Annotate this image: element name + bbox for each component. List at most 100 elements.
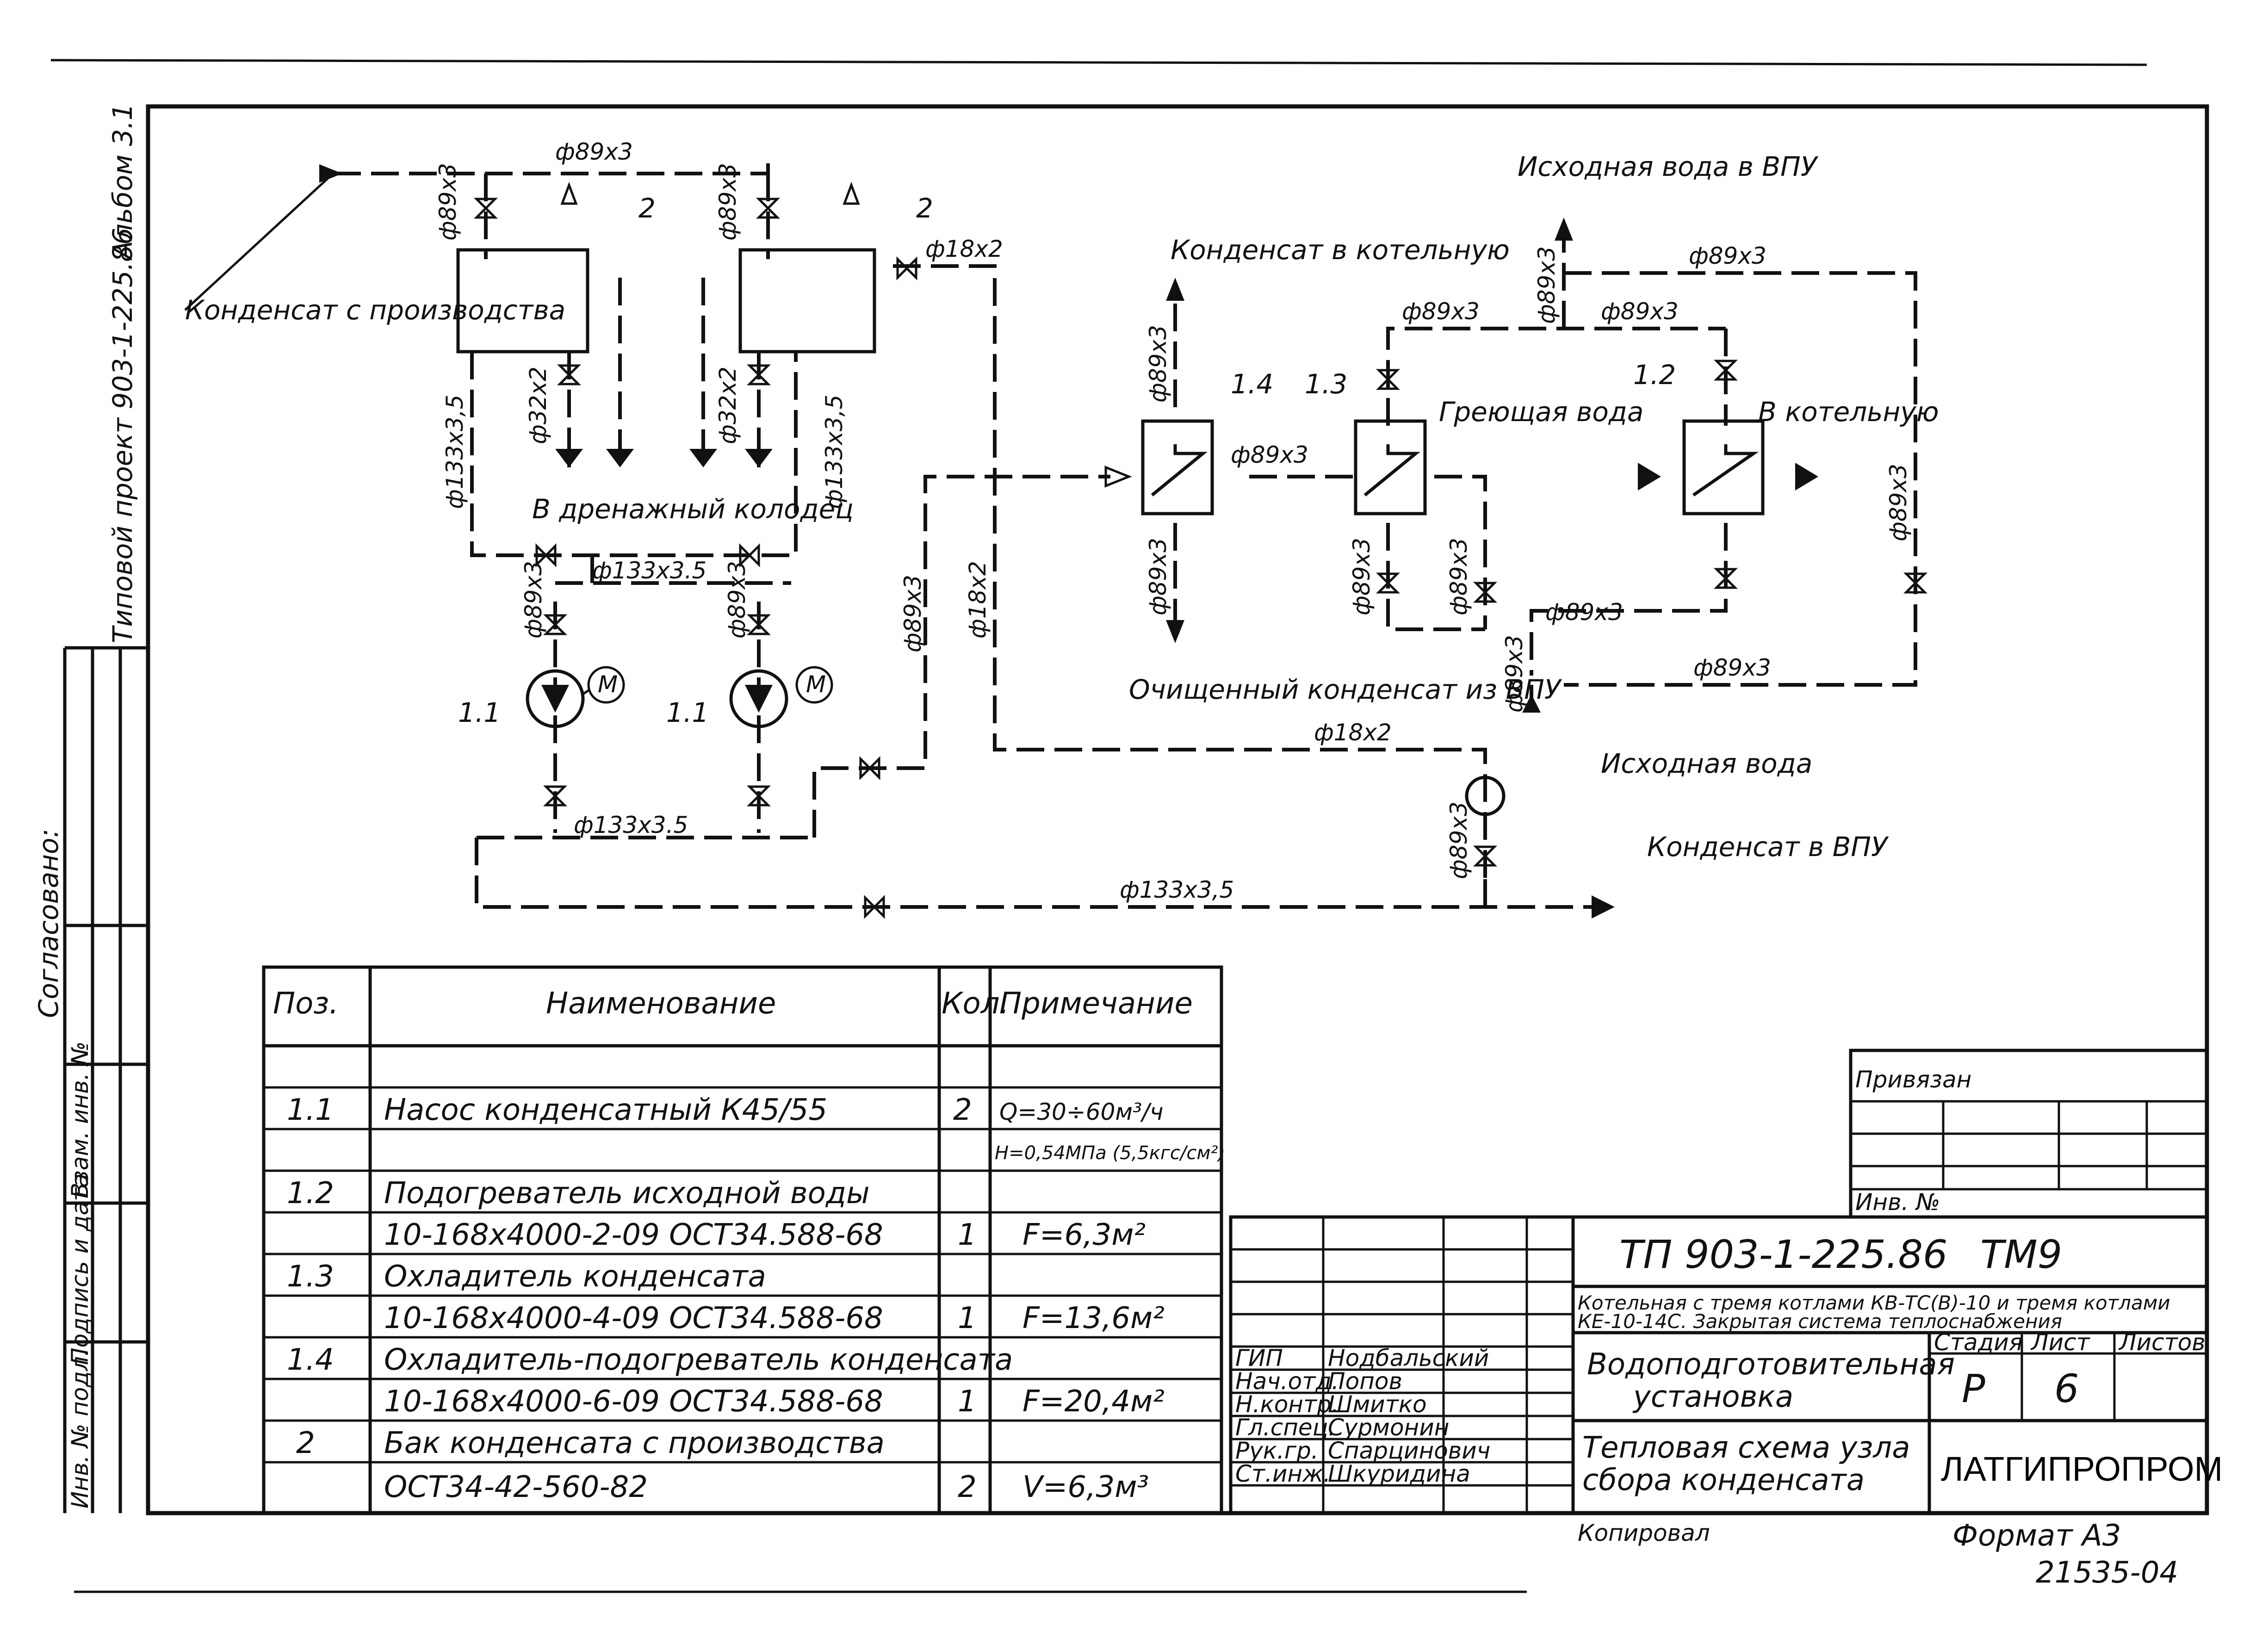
sheet-value: 6 xyxy=(2054,1366,2079,1411)
role-6: Ст.инж. xyxy=(1235,1460,1331,1487)
label-cond-to-boiler: Конденсат в котельную xyxy=(1171,234,1510,266)
heat-exchanger-12 xyxy=(1682,419,1765,515)
arrow-source-vpu xyxy=(1555,217,1573,241)
dim-v-7: ф89х3 xyxy=(520,561,547,639)
row-9-name: Бак конденсата с производства xyxy=(384,1426,885,1460)
row-10-note: V=6,3м³ xyxy=(1022,1470,1149,1504)
copied-label: Копировал xyxy=(1578,1520,1710,1546)
dim-hx-top-2: ф89х3 xyxy=(1601,298,1679,325)
dim-v-1: ф89х3 xyxy=(434,163,461,241)
side-row-replace: Взам. инв. № xyxy=(67,1042,93,1198)
arrow-to-boiler xyxy=(1795,463,1818,490)
dim-v-13: ф89х3 xyxy=(1348,538,1375,615)
arrow-source-water xyxy=(1522,694,1541,713)
project-line-2: КЕ-10-14С. Закрытая система теплоснабжен… xyxy=(1578,1310,2062,1333)
role-5: Рук.гр. xyxy=(1235,1437,1319,1464)
pos-hx-12: 1.2 xyxy=(1633,359,1676,391)
stage-label: Стадия xyxy=(1934,1329,2023,1356)
label-to-boiler-room: В котельную xyxy=(1758,396,1939,428)
sheet-title-1: Тепловая схема узла xyxy=(1582,1431,1910,1465)
side-stamp: Альбом 3.1 xyxy=(107,103,138,261)
row-10-qty: 2 xyxy=(958,1470,977,1504)
label-source-water: Исходная вода xyxy=(1601,748,1812,779)
row-7-name: Охладитель-подогреватель конденсата xyxy=(384,1343,1013,1377)
pump-2 xyxy=(729,666,833,728)
motor-2-label: M xyxy=(806,671,826,698)
row-6-name: 10-168х4000-4-09 ОСТ34.588-68 xyxy=(384,1301,883,1335)
dim-v-4: ф133х3,5 xyxy=(821,395,848,509)
dim-v-5: ф32х2 xyxy=(525,366,552,444)
spec-table: Поз. Наименование Кол. Примечание 1.1 На… xyxy=(262,965,1225,1515)
object-line-2: установка xyxy=(1632,1380,1793,1414)
row-4-qty: 1 xyxy=(958,1218,977,1252)
motor-1-label: M xyxy=(598,671,618,698)
side-project: Типовой проект 903-1-225.86 xyxy=(107,228,138,643)
row-3-pos: 1.2 xyxy=(287,1176,334,1211)
row-6-qty: 1 xyxy=(958,1301,977,1335)
label-purified-cond: Очищенный конденсат из ВПУ xyxy=(1129,674,1562,705)
label-cond-to-vpu: Конденсат в ВПУ xyxy=(1647,831,1889,863)
sheet-title-2: сбора конденсата xyxy=(1582,1463,1865,1497)
label-heating-water: Греющая вода xyxy=(1439,396,1643,428)
row-2-note: H=0,54МПа (5,5кгс/см²) xyxy=(995,1142,1225,1164)
label-drain-well: В дренажный колодец xyxy=(532,493,854,525)
dim-bottom-header: ф133х3.5 xyxy=(574,812,688,838)
role-2: Нач.отд. xyxy=(1235,1368,1339,1395)
row-5-pos: 1.3 xyxy=(287,1260,334,1294)
pos-hx-13: 1.3 xyxy=(1305,368,1347,400)
row-1-name: Насос конденсатный К45/55 xyxy=(384,1093,827,1127)
role-6-name: Шкуридина xyxy=(1328,1460,1470,1487)
dim-vpu-line: ф89х3 xyxy=(1689,242,1766,269)
role-2-name: Попов xyxy=(1328,1368,1402,1395)
organization: ЛАТГИПРОПРОМ xyxy=(1941,1450,2223,1488)
header-note: Примечание xyxy=(999,987,1193,1021)
row-4-name: 10-168х4000-2-09 ОСТ34.588-68 xyxy=(384,1218,883,1252)
role-1: ГИП xyxy=(1235,1345,1283,1372)
stage-value: Р xyxy=(1962,1366,1985,1411)
doc-code: ТП 903-1-225.86 xyxy=(1619,1232,1948,1277)
pos-tank-2: 2 xyxy=(916,192,933,224)
archive-number: 21535-04 xyxy=(2036,1556,2178,1590)
row-8-qty: 1 xyxy=(958,1384,977,1419)
dim-header: ф133х3.5 xyxy=(592,557,706,584)
dim-hx-link: ф89х3 xyxy=(1231,441,1308,468)
arrow-purified xyxy=(1166,620,1184,643)
sheet-label: Лист xyxy=(2030,1329,2091,1356)
header-name: Наименование xyxy=(546,987,776,1021)
row-7-pos: 1.4 xyxy=(287,1343,334,1377)
label-source-water-vpu: Исходная вода в ВПУ xyxy=(1518,151,1819,182)
arrow-cond-in xyxy=(319,164,342,183)
role-4: Гл.спец. xyxy=(1235,1414,1336,1441)
pos-tank-1: 2 xyxy=(638,192,656,224)
pipelines xyxy=(333,160,1917,909)
arrow-cond-boiler xyxy=(1166,278,1184,301)
row-10-name: ОСТ34-42-560-82 xyxy=(384,1470,648,1504)
row-8-name: 10-168х4000-6-09 ОСТ34.588-68 xyxy=(384,1384,883,1419)
row-9-pos: 2 xyxy=(296,1426,315,1460)
dim-v-17: ф89х3 xyxy=(1885,464,1912,541)
header-qty: Кол. xyxy=(942,987,1009,1021)
inv-no-label: Инв. № xyxy=(1855,1189,1940,1216)
side-row-inv: Инв. № подл. xyxy=(67,1349,93,1509)
flow-meter xyxy=(1465,776,1506,816)
diagram-labels: Конденсат с производства В дренажный кол… xyxy=(185,138,1939,903)
row-3-name: Подогреватель исходной воды xyxy=(384,1176,870,1211)
dim-bottom-loop: ф89х3 xyxy=(1545,599,1623,626)
dim-v-16: ф89х3 xyxy=(1501,635,1528,713)
dim-v-10: ф18х2 xyxy=(964,561,991,639)
pump-1 xyxy=(526,666,625,728)
object-line-1: Водоподготовительная xyxy=(1587,1347,1955,1382)
header-pos: Поз. xyxy=(273,987,339,1021)
pos-pump-1: 1.1 xyxy=(458,697,501,728)
role-3-name: Шмитко xyxy=(1328,1391,1427,1418)
dim-bottom-loop-2: ф89х3 xyxy=(1693,654,1771,681)
dim-v-15: ф89х3 xyxy=(1533,246,1560,324)
flow-arrows xyxy=(184,164,1818,919)
dim-v-8: ф89х3 xyxy=(724,561,750,639)
dim-v-12: ф89х3 xyxy=(1145,538,1171,615)
pos-hx-14: 1.4 xyxy=(1231,368,1273,400)
dim-18x2-bottom: ф18х2 xyxy=(1314,719,1392,746)
side-row-sign: Подпись и дата xyxy=(67,1173,93,1365)
row-6-note: F=13,6м² xyxy=(1022,1301,1165,1335)
row-1-qty: 2 xyxy=(953,1093,972,1127)
